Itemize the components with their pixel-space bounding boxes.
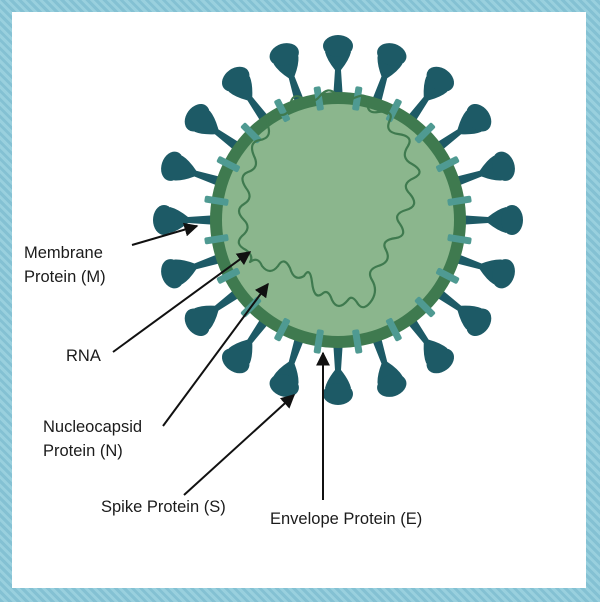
rna-arrow: [112, 251, 252, 353]
spike-protein-icon: [184, 103, 244, 154]
rna-label: RNA: [66, 347, 101, 365]
spike-protein-icon: [404, 314, 455, 374]
envelope-protein-icon: [414, 296, 436, 318]
envelope-protein-icon: [240, 122, 262, 144]
spike-arrow: [183, 394, 296, 496]
spike-protein-icon: [370, 332, 407, 397]
callout-arrows: [112, 222, 330, 500]
spike-protein-icon: [370, 43, 407, 108]
spike-protein-icon: [161, 151, 226, 188]
envelope-proteins: [204, 86, 472, 354]
spike-protein-icon: [161, 252, 226, 289]
envelope-protein-icon: [436, 156, 460, 173]
envelope-protein-icon: [447, 195, 472, 206]
envelope-protein-label: Envelope Protein (E): [270, 510, 423, 528]
spike-proteins: [153, 35, 523, 405]
nucleocapsid-protein-label: Nucleocapsid Protein (N): [43, 415, 142, 463]
envelope-protein-icon: [216, 156, 240, 173]
spike-protein-icon: [450, 151, 515, 188]
envelope-protein-icon: [204, 234, 229, 245]
spike-protein-icon: [450, 252, 515, 289]
virus-interior: [222, 104, 454, 336]
spike-protein-icon: [269, 43, 306, 108]
rna-strand-icon: [237, 89, 421, 309]
spike-protein-label: Spike Protein (S): [101, 498, 226, 516]
envelope-protein-icon: [352, 329, 363, 354]
envelope-protein-icon: [204, 195, 229, 206]
spike-protein-icon: [432, 103, 492, 154]
envelope-protein-icon: [313, 329, 324, 354]
envelope-protein-icon: [436, 267, 460, 284]
membrane-arrow: [131, 222, 199, 246]
spike-protein-icon: [458, 205, 523, 235]
nucleocapsid-label-line1: Nucleocapsid: [43, 418, 143, 436]
membrane-label-line2: Protein (M): [24, 268, 106, 286]
nucleocapsid-arrow: [162, 282, 269, 427]
spike-protein-icon: [323, 340, 353, 405]
spike-protein-icon: [404, 66, 455, 126]
spike-protein-icon: [323, 35, 353, 100]
envelope-protein-icon: [385, 318, 402, 342]
envelope-protein-icon: [352, 86, 363, 111]
spike-protein-icon: [221, 66, 272, 126]
spike-protein-icon: [269, 332, 306, 397]
envelope-protein-icon: [216, 267, 240, 284]
envelope-protein-icon: [274, 98, 291, 122]
spike-protein-icon: [221, 314, 272, 374]
membrane-label-line1: Membrane: [24, 244, 103, 262]
membrane-protein-label: Membrane Protein (M): [24, 241, 106, 289]
envelope-protein-icon: [414, 122, 436, 144]
spike-protein-icon: [184, 286, 244, 337]
envelope-protein-icon: [447, 234, 472, 245]
spike-protein-icon: [432, 286, 492, 337]
spike-protein-icon: [153, 205, 218, 235]
nucleocapsid-label-line2: Protein (N): [43, 442, 123, 460]
envelope-protein-icon: [274, 318, 291, 342]
